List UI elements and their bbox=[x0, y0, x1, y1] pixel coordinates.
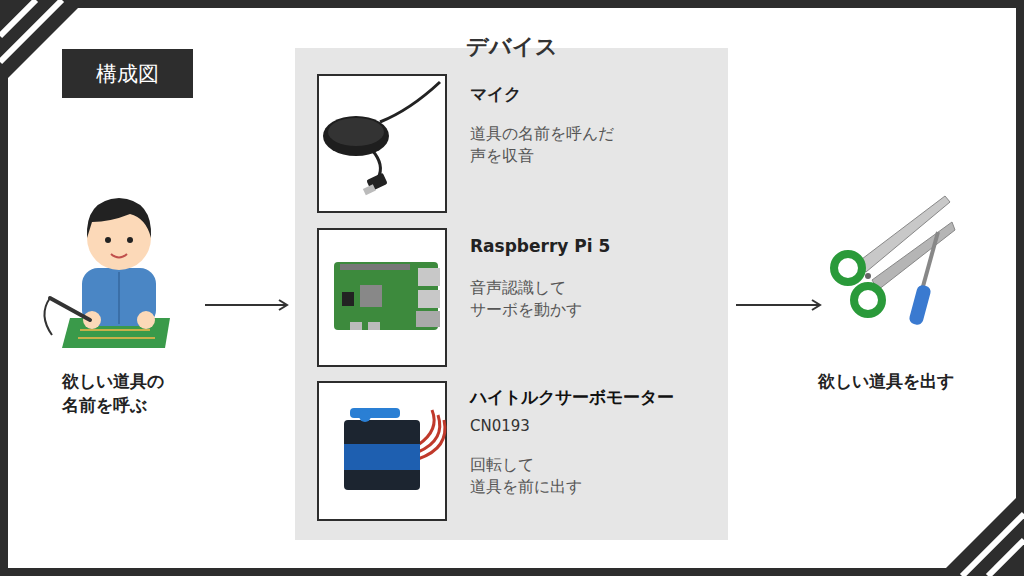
hand bbox=[83, 311, 101, 329]
hair bbox=[87, 198, 151, 238]
corner-stripe bbox=[0, 0, 62, 62]
actor-node: 欲しい道具の 名前を呼ぶ bbox=[50, 185, 197, 420]
node-heading: 欲しい道具の 名前を呼ぶ bbox=[62, 370, 180, 418]
node-heading: 欲しい道具を出す bbox=[818, 370, 993, 394]
screwdriver-shaft bbox=[922, 232, 938, 290]
board-trace bbox=[80, 329, 150, 331]
hand bbox=[137, 311, 155, 329]
corner-stripe bbox=[0, 0, 36, 36]
device-row: マイク道具の名前を呼んだ 声を収音 bbox=[318, 75, 713, 212]
tools-illustration bbox=[834, 196, 955, 326]
node-body: 道具の名前を呼んだ 声を収音 bbox=[470, 123, 622, 168]
scissor-pivot bbox=[865, 273, 871, 279]
corner-stripe bbox=[988, 540, 1024, 576]
corner-triangle bbox=[938, 490, 1024, 576]
title-tag: 構成図 bbox=[62, 49, 193, 98]
eye bbox=[127, 237, 133, 243]
node-body: 音声認識して サーボを動かす bbox=[470, 277, 622, 322]
face bbox=[87, 206, 151, 270]
flow-arrow bbox=[736, 304, 820, 306]
device-panel: デバイスマイク道具の名前を呼んだ 声を収音Raspberry Pi 5音声認識し… bbox=[295, 48, 728, 540]
device-row: ハイトルクサーボモーター CN0193 回転して 道具を前に出す bbox=[318, 382, 713, 520]
flow-arrow bbox=[205, 304, 287, 306]
iron-cord bbox=[44, 298, 52, 335]
diagram-title: 構成図 bbox=[96, 60, 159, 88]
shirt-line bbox=[118, 272, 120, 324]
node-body: CN0193 bbox=[470, 416, 670, 437]
person-illustration bbox=[44, 198, 170, 348]
eye bbox=[105, 237, 111, 243]
circuit-board bbox=[62, 318, 170, 348]
corner-triangle bbox=[0, 0, 86, 86]
corner-stripe bbox=[962, 514, 1024, 576]
output-node: 欲しい道具を出す bbox=[828, 185, 1003, 420]
node-body: 回転して 道具を前に出す bbox=[470, 454, 622, 499]
device-row: Raspberry Pi 5 音声認識して サーボを動かす bbox=[318, 229, 713, 366]
scissor-handle bbox=[834, 254, 862, 282]
scissor-blade bbox=[858, 196, 950, 272]
node-heading: Raspberry Pi 5 bbox=[470, 235, 710, 259]
mouth bbox=[111, 254, 127, 258]
node-heading: ハイトルクサーボモーター bbox=[470, 386, 710, 410]
scissor-blade bbox=[872, 222, 955, 290]
shirt bbox=[82, 268, 156, 326]
scissor-handle bbox=[854, 286, 882, 314]
board-trace bbox=[78, 337, 155, 339]
node-heading: デバイス bbox=[295, 32, 728, 63]
soldering-iron bbox=[50, 298, 90, 320]
screwdriver-handle bbox=[908, 284, 932, 326]
node-heading: マイク bbox=[470, 83, 710, 107]
frame-border bbox=[4, 4, 1020, 572]
